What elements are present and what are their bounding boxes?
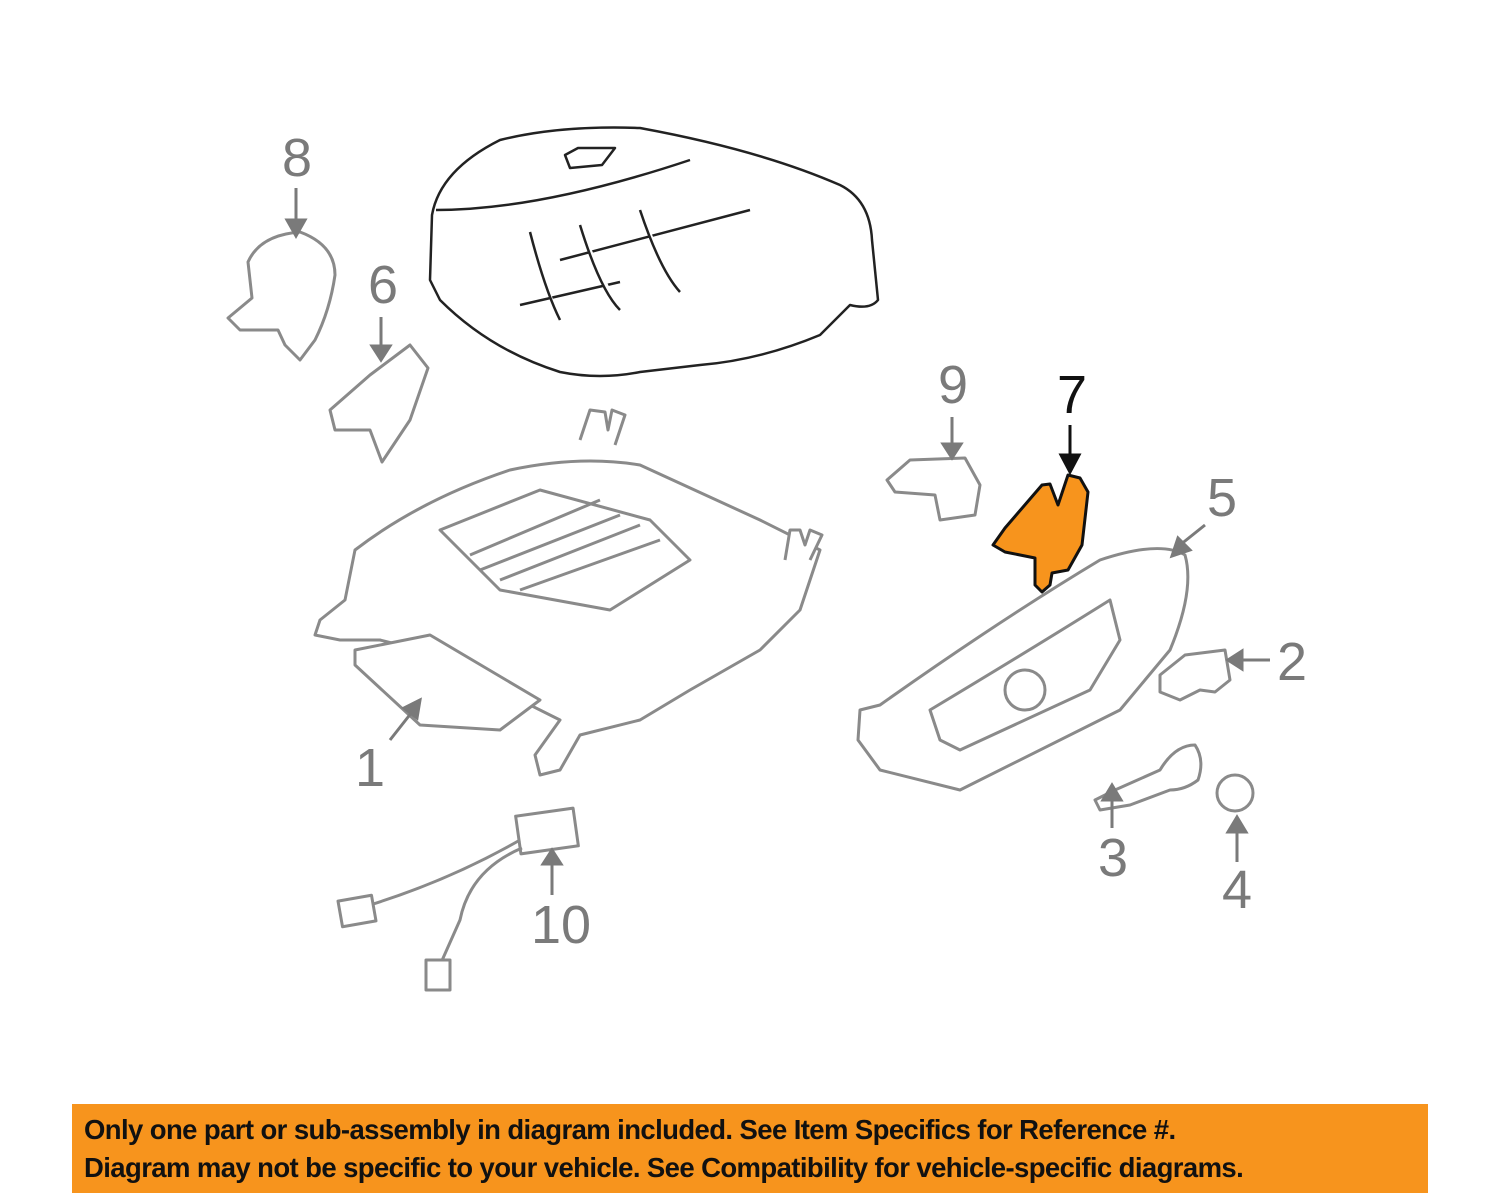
disclaimer-line-1: Only one part or sub-assembly in diagram… bbox=[84, 1113, 1176, 1145]
callout-10: 10 bbox=[530, 895, 592, 955]
leader-line-7 bbox=[1058, 425, 1082, 476]
callout-6: 6 bbox=[367, 255, 399, 315]
part-3 bbox=[1093, 743, 1203, 812]
callout-2: 2 bbox=[1276, 632, 1308, 692]
callout-9: 9 bbox=[937, 355, 969, 415]
part-5-side-shield bbox=[856, 547, 1190, 792]
part-8 bbox=[226, 230, 337, 362]
disclaimer-line-2: Diagram may not be specific to your vehi… bbox=[84, 1151, 1244, 1183]
part-4 bbox=[1215, 773, 1255, 813]
leader-lines bbox=[284, 188, 1270, 895]
part-9 bbox=[885, 456, 982, 522]
callout-3: 3 bbox=[1097, 828, 1129, 888]
callout-7: 7 bbox=[1056, 365, 1088, 425]
part-1-seat-frame bbox=[313, 408, 824, 777]
callout-8: 8 bbox=[281, 128, 313, 188]
seat-cushion bbox=[428, 126, 880, 378]
callout-5: 5 bbox=[1206, 468, 1238, 528]
callout-4: 4 bbox=[1221, 860, 1253, 920]
part-7-highlighted bbox=[991, 473, 1090, 594]
part-6 bbox=[328, 343, 430, 464]
disclaimer-banner: Only one part or sub-assembly in diagram… bbox=[72, 1104, 1428, 1193]
callout-1: 1 bbox=[354, 738, 386, 798]
part-10-harness bbox=[336, 806, 580, 992]
part-2 bbox=[1158, 648, 1232, 702]
